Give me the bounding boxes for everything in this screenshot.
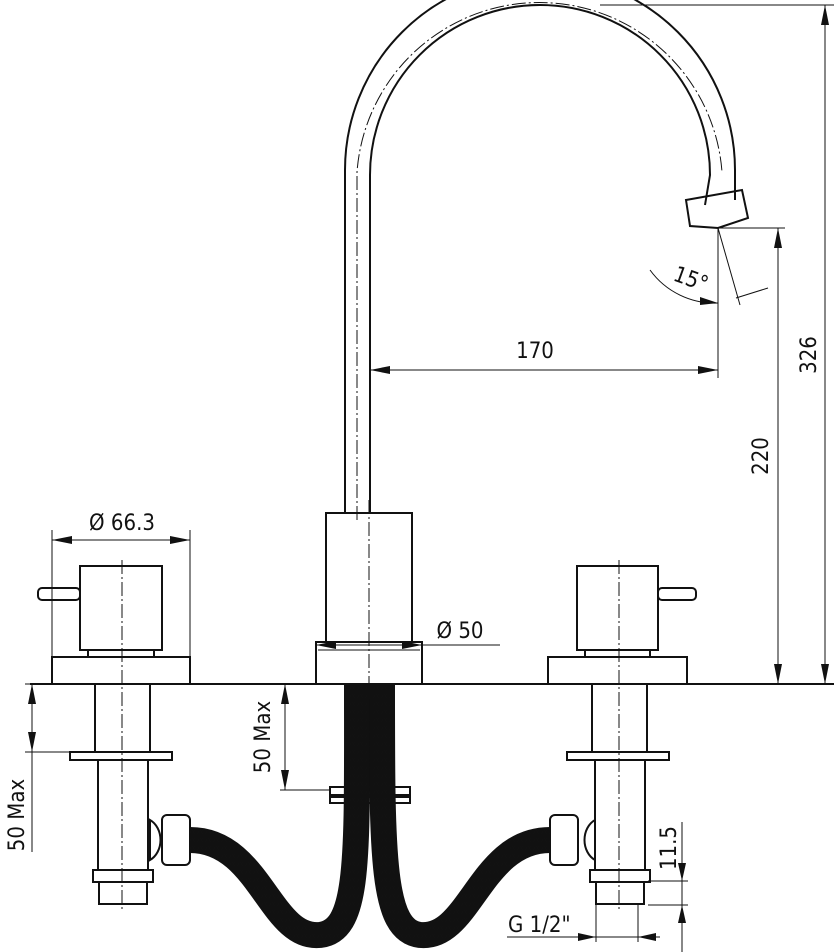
dimension-thread-size: G 1/2" (507, 905, 660, 942)
dimension-spout-height: 220 (720, 227, 785, 684)
svg-text:Ø 66.3: Ø 66.3 (89, 511, 155, 536)
dimension-max-deck-left: 50 Max (5, 683, 95, 852)
svg-text:50 Max: 50 Max (5, 779, 30, 852)
flexible-hoses (188, 683, 552, 949)
svg-text:50 Max: 50 Max (251, 701, 276, 774)
svg-text:220: 220 (749, 437, 774, 475)
dimension-handle-diameter: Ø 66.3 (51, 511, 191, 657)
svg-text:326: 326 (797, 336, 822, 374)
svg-text:11.5: 11.5 (657, 826, 682, 870)
spout (315, 0, 750, 690)
dimension-spout-angle: 15° (649, 227, 769, 306)
svg-text:G 1/2": G 1/2" (508, 913, 571, 938)
right-handle (547, 560, 697, 910)
dimension-thread-length: 11.5 (648, 822, 688, 952)
left-handle (37, 560, 191, 910)
dimension-spout-reach: 170 (370, 228, 719, 378)
dimension-max-deck-center: 50 Max (251, 684, 330, 791)
svg-text:15°: 15° (670, 262, 712, 297)
svg-text:170: 170 (516, 339, 554, 364)
svg-text:Ø 50: Ø 50 (436, 619, 483, 644)
dimension-total-height: 326 (600, 4, 834, 684)
dimension-spout-base-diameter: Ø 50 (316, 619, 500, 649)
